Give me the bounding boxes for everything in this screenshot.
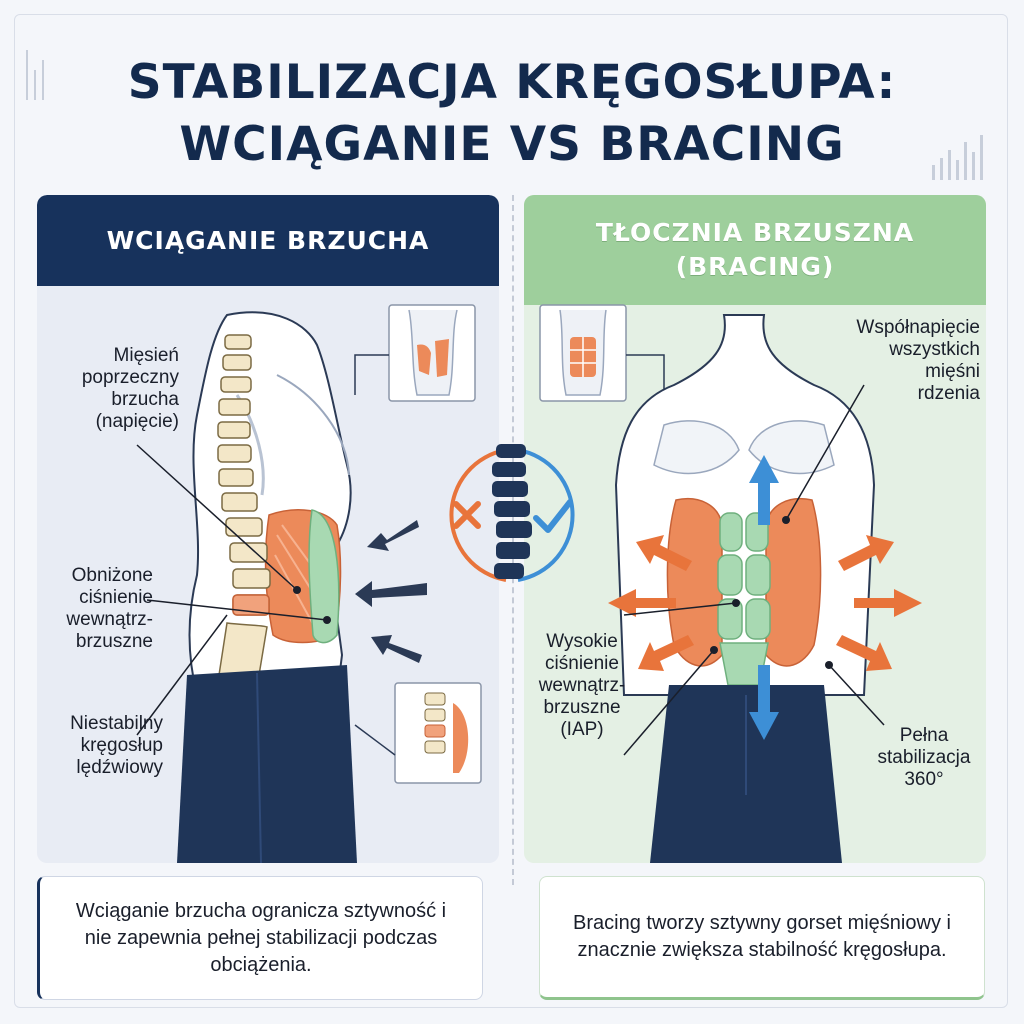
panel-hollowing-header: WCIĄGANIE BRZUCHA — [37, 195, 499, 286]
compression-arrows — [355, 520, 427, 663]
panel-bracing-header: TŁOCZNIA BRZUSZNA (BRACING) — [524, 195, 986, 305]
x-mark-icon — [453, 501, 481, 529]
label-full-stability: Pełna stabilizacja 360° — [877, 725, 971, 790]
comparison-badge — [449, 444, 575, 582]
page-frame — [14, 14, 1008, 1008]
page-title: STABILIZACJA KRĘGOSŁUPA: WCIĄGANIE VS BR… — [0, 52, 1024, 176]
vertical-pressure-arrows — [749, 455, 779, 740]
inset-spine-view — [394, 682, 482, 784]
title-line-1: STABILIZACJA KRĘGOSŁUPA: — [127, 55, 897, 110]
inset-bracing-view — [539, 304, 627, 402]
hollowing-illustration — [136, 304, 482, 863]
checkmark-icon — [533, 499, 573, 533]
outward-pressure-arrows — [608, 535, 922, 671]
label-unstable-spine: Niestabilny kręgosłup lędźwiowy — [70, 713, 163, 778]
decor-bars-left — [26, 50, 44, 100]
label-high-pressure: Wysokie ciśnienie wewnątrz- brzuszne (IA… — [538, 631, 626, 740]
rectus-abdominis — [717, 512, 771, 686]
inset-front-view — [388, 304, 476, 402]
title-line-2: WCIĄGANIE VS BRACING — [179, 117, 845, 172]
panel-hollowing: WCIĄGANIE BRZUCHA — [37, 195, 499, 863]
footer-bracing-summary: Bracing tworzy sztywny gorset mięśniowy … — [539, 876, 985, 1000]
decor-bars-right — [932, 135, 983, 180]
panel-bracing: TŁOCZNIA BRZUSZNA (BRACING) — [524, 195, 986, 863]
bracing-illustration — [539, 304, 922, 863]
label-low-pressure: Obniżone ciśnienie wewnątrz- brzuszne — [66, 565, 153, 652]
center-divider — [512, 195, 514, 885]
label-core-cocontraction: Współnapięcie wszystkich mięśni rdzenia — [856, 317, 980, 404]
spine-icon — [492, 444, 532, 579]
label-transverse-muscle: Mięsień poprzeczny brzucha (napięcie) — [81, 345, 179, 432]
footer-hollowing-summary: Wciąganie brzucha ogranicza sztywność i … — [37, 876, 483, 1000]
